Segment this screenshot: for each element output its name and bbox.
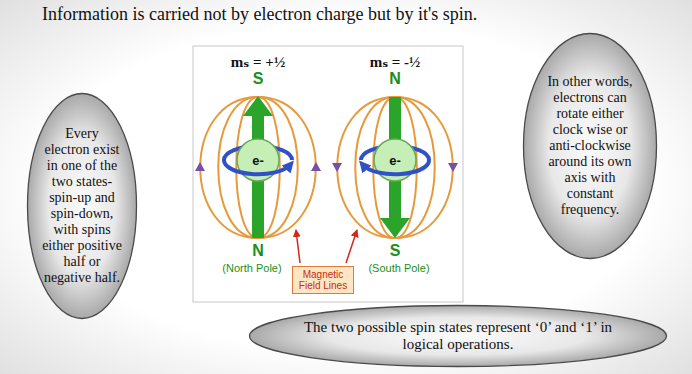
ellipse-shape bbox=[524, 34, 657, 259]
pole-name: (North Pole) bbox=[222, 262, 281, 274]
ellipse-shape bbox=[28, 94, 137, 319]
direction-triangle bbox=[195, 162, 205, 171]
info-ellipse: Every electron exist in one of the two s… bbox=[26, 92, 138, 320]
explanation-text: In other words, electrons can rotate eit… bbox=[541, 74, 639, 219]
electron-symbol: e- bbox=[252, 153, 264, 168]
direction-triangle bbox=[332, 163, 342, 172]
explanation-text: The two possible spin states represent ‘… bbox=[293, 319, 623, 354]
leader-arrow bbox=[346, 230, 357, 263]
field-label-box: Magnetic Field Lines bbox=[292, 266, 354, 294]
pole-letter: S bbox=[390, 242, 401, 260]
info-ellipse: The two possible spin states represent ‘… bbox=[248, 304, 668, 368]
pole-letter: N bbox=[252, 242, 264, 260]
electron-symbol: e- bbox=[389, 153, 401, 168]
ellipse-shape bbox=[250, 306, 667, 367]
page-title: Information is carried not by electron c… bbox=[42, 4, 477, 25]
spin-quantum-number: mₛ = +½ bbox=[231, 53, 285, 71]
field-lines bbox=[200, 97, 316, 238]
spin-arrow-head bbox=[380, 218, 410, 238]
picture-frame bbox=[193, 46, 463, 302]
pole-letter: S bbox=[253, 70, 264, 88]
info-ellipse: In other words, electrons can rotate eit… bbox=[522, 32, 658, 260]
field-label: Magnetic Field Lines bbox=[297, 269, 349, 291]
direction-triangle bbox=[448, 163, 458, 172]
spin-arrow-head bbox=[243, 96, 273, 116]
explanation-text: Every electron exist in one of the two s… bbox=[42, 126, 122, 287]
pole-name: (South Pole) bbox=[368, 262, 429, 274]
pole-letter: N bbox=[389, 70, 401, 88]
field-lines bbox=[337, 97, 453, 238]
direction-triangle bbox=[311, 162, 321, 171]
spin-arrow bbox=[389, 97, 401, 221]
leader-arrow bbox=[296, 230, 300, 263]
spin-quantum-number: mₛ = -½ bbox=[370, 53, 421, 71]
